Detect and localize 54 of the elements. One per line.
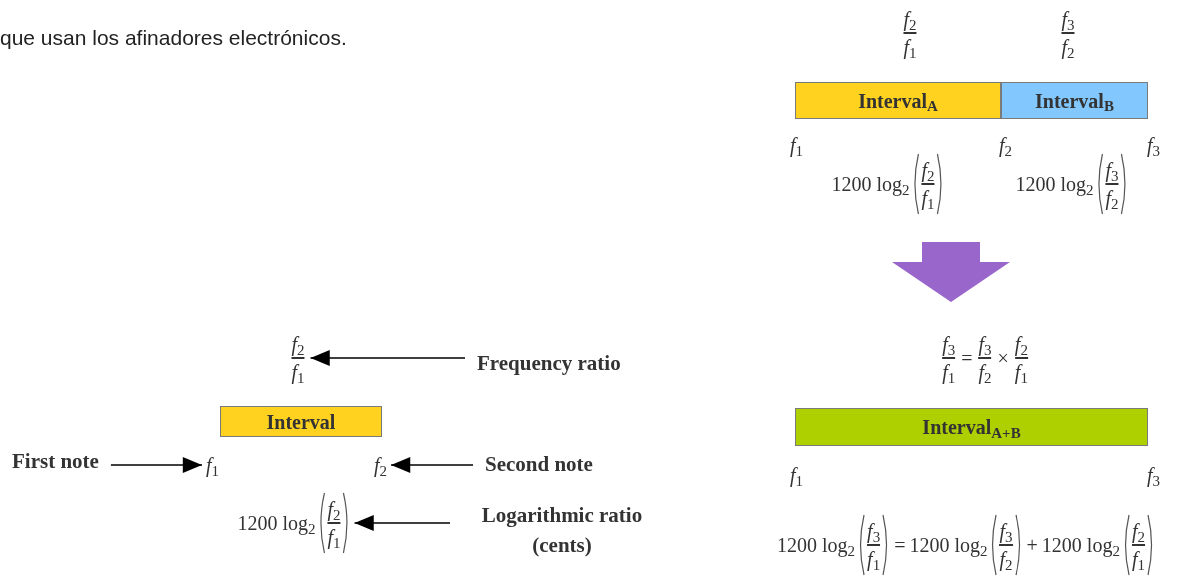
math-term: f$_{1}$	[291, 361, 305, 383]
math-term: f$_{1}$	[903, 36, 917, 58]
math-term: f$_{1}$	[1131, 548, 1145, 570]
math-term: f$_{2}$	[291, 333, 305, 355]
math-term: f$_{2}$	[903, 8, 917, 30]
arrow	[353, 515, 451, 531]
math-term: f$_{3}$	[1147, 463, 1161, 490]
math-term: f$_{2}$	[1105, 187, 1119, 209]
math-term: f$_{3}$	[1061, 8, 1075, 30]
annotation-text: First note	[12, 446, 99, 476]
math-term: f$_{1}$	[942, 361, 956, 383]
math-term: 1200 log$_{2}$	[777, 533, 856, 560]
math-term: f$_{3}$	[942, 333, 956, 355]
math-term: =	[961, 346, 973, 371]
math-term: f$_{2}$	[1014, 333, 1028, 355]
math-term: f$_{3}$	[867, 520, 881, 542]
math-term: f$_{2}$	[921, 159, 935, 181]
interval-bar: Interval$_{A+B}$	[795, 408, 1148, 446]
interval-bar: Interval$_{A}$	[795, 82, 1001, 119]
math-term: =	[894, 533, 906, 558]
math-term: f$_{3}$	[999, 520, 1013, 542]
math-term: f$_{3}$	[1105, 159, 1119, 181]
interval-bar: Interval	[220, 406, 382, 437]
math-term: f$_{2}$	[327, 498, 341, 520]
math-term: f$_{1}$	[327, 526, 341, 548]
arrow	[110, 457, 203, 473]
math-term: 1200 log$_{2}$	[1041, 533, 1120, 560]
math-term: 1200 log$_{2}$	[1015, 172, 1094, 199]
arrow	[309, 350, 466, 366]
math-term: 1200 log$_{2}$	[909, 533, 988, 560]
math-term: f$_{1}$	[1014, 361, 1028, 383]
math-term: f$_{3}$	[978, 333, 992, 355]
math-term: f$_{1}$	[206, 454, 220, 476]
math-term: 1200 log$_{2}$	[237, 511, 316, 538]
math-term: ×	[997, 346, 1009, 371]
math-term: f$_{1}$	[867, 548, 881, 570]
interval-bar: Interval$_{B}$	[1001, 82, 1148, 119]
math-term: f$_{3}$	[1147, 133, 1161, 160]
math-term: f$_{2}$	[999, 133, 1013, 160]
math-term: f$_{2}$	[1061, 36, 1075, 58]
math-term: f$_{1}$	[790, 463, 804, 490]
math-term: f$_{1}$	[790, 133, 804, 160]
math-term: 1200 log$_{2}$	[831, 172, 910, 199]
math-term: f$_{1}$	[921, 187, 935, 209]
math-term: f$_{2}$	[978, 361, 992, 383]
annotation-text: Logarithmic ratio (cents)	[462, 500, 662, 560]
arrow	[390, 457, 474, 473]
math-term: f$_{2}$	[999, 548, 1013, 570]
annotation-text: Frequency ratio	[477, 348, 621, 378]
math-term: +	[1026, 533, 1038, 558]
math-term: f$_{2}$	[374, 454, 388, 476]
body-text: que usan los afinadores electrónicos.	[0, 26, 347, 49]
annotation-text: Second note	[485, 449, 593, 479]
math-term: f$_{2}$	[1131, 520, 1145, 542]
